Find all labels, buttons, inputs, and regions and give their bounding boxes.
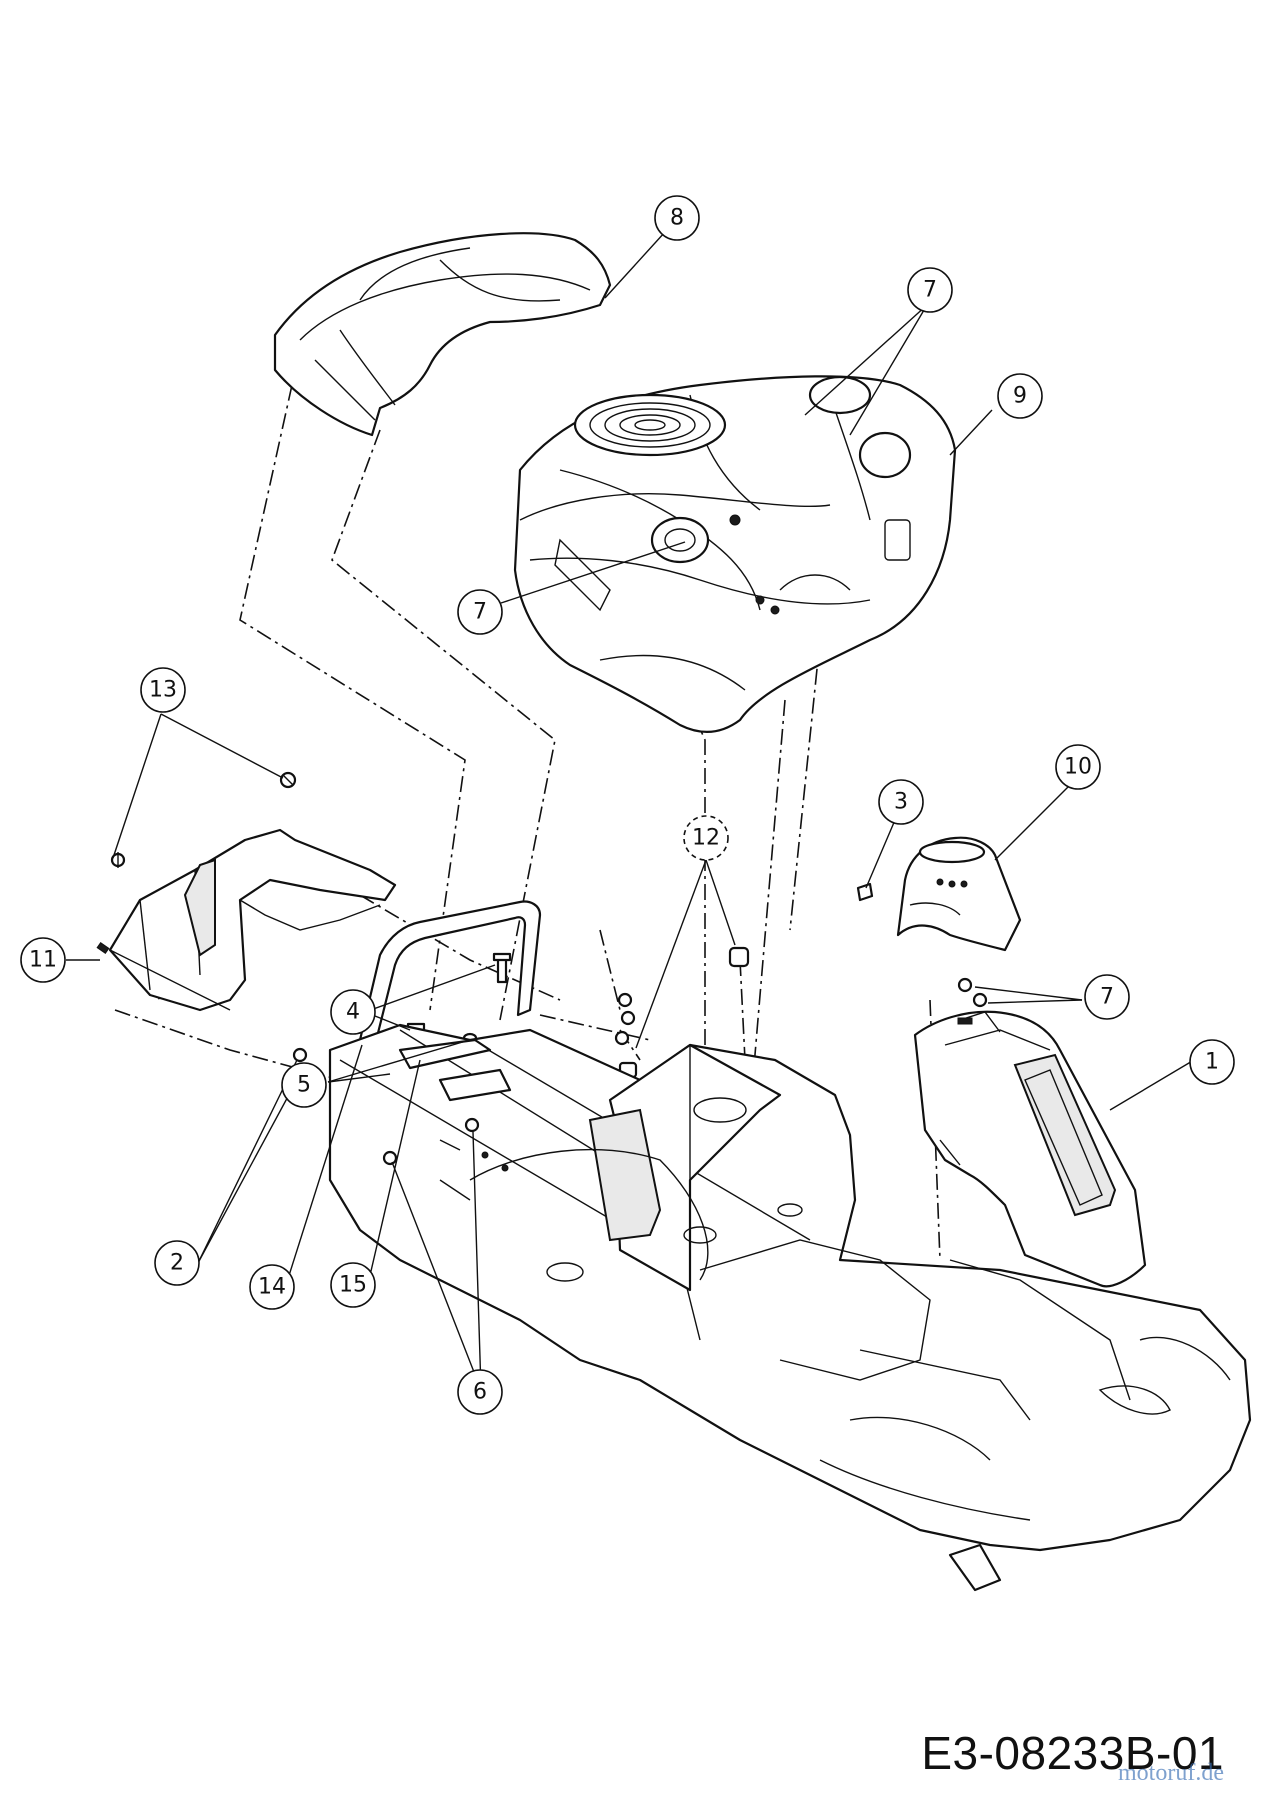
callout-13-label: 13 <box>149 678 177 703</box>
callout-2: 2 <box>154 1240 200 1286</box>
callout-1-label: 1 <box>1205 1050 1219 1075</box>
dashboard-console-part-1 <box>913 1010 1147 1288</box>
drawing-number: E3-08233B-01 <box>921 1727 1224 1779</box>
callout-14-label: 14 <box>258 1275 286 1300</box>
watermark-logo: motoruf.de <box>1118 1760 1224 1786</box>
callout-7-hood-label: 7 <box>473 600 487 625</box>
callout-9: 9 <box>997 373 1043 419</box>
hood-part-9 <box>513 375 957 734</box>
callout-12-label: 12 <box>692 826 720 851</box>
bumper-part-12-a <box>728 946 750 968</box>
callout-5-label: 5 <box>297 1073 311 1098</box>
clip-part-7-console <box>957 977 988 1008</box>
roll-bar-part-14 <box>358 900 542 1047</box>
callout-9-label: 9 <box>1013 384 1027 409</box>
callout-7-top: 7 <box>907 267 953 313</box>
screw-part-13-upper <box>279 771 297 789</box>
screw-part-6-a <box>464 1117 480 1133</box>
callout-4-label: 4 <box>346 1000 360 1025</box>
callout-7-hood: 7 <box>457 589 503 635</box>
callout-10-label: 10 <box>1064 755 1092 780</box>
callout-3: 3 <box>878 779 924 825</box>
callout-11: 11 <box>20 937 66 983</box>
fasteners-mid <box>614 992 636 1046</box>
clip-part-3 <box>856 882 874 902</box>
callout-15-label: 15 <box>339 1273 367 1298</box>
callout-4: 4 <box>330 989 376 1035</box>
callout-2-label: 2 <box>170 1251 184 1276</box>
callout-6: 6 <box>457 1369 503 1415</box>
chassis-frame <box>328 1023 1252 1592</box>
callout-13: 13 <box>140 667 186 713</box>
side-shield-part-11 <box>96 828 397 1012</box>
callout-12: 12 <box>683 815 729 861</box>
callout-6-label: 6 <box>473 1380 487 1405</box>
screw-part-6-b <box>382 1150 398 1166</box>
callout-8-label: 8 <box>670 206 684 231</box>
callout-7-console-label: 7 <box>1100 985 1114 1010</box>
callout-7-top-label: 7 <box>923 278 937 303</box>
screw-part-13-lower <box>110 852 126 868</box>
callout-10: 10 <box>1055 744 1101 790</box>
callout-15: 15 <box>330 1262 376 1308</box>
callout-7-console: 7 <box>1084 974 1130 1020</box>
watermark-text: motoruf.de <box>1118 1760 1224 1786</box>
callout-5: 5 <box>281 1062 327 1108</box>
callout-1: 1 <box>1189 1039 1235 1085</box>
bracket-part-15 <box>398 1038 512 1102</box>
callout-8: 8 <box>654 195 700 241</box>
callout-14: 14 <box>249 1264 295 1310</box>
bolt-part-4-a <box>492 952 512 984</box>
top-cover-part-8 <box>273 232 612 437</box>
callout-3-label: 3 <box>894 790 908 815</box>
callout-11-label: 11 <box>29 948 57 973</box>
steering-cover-part-10 <box>896 836 1022 952</box>
